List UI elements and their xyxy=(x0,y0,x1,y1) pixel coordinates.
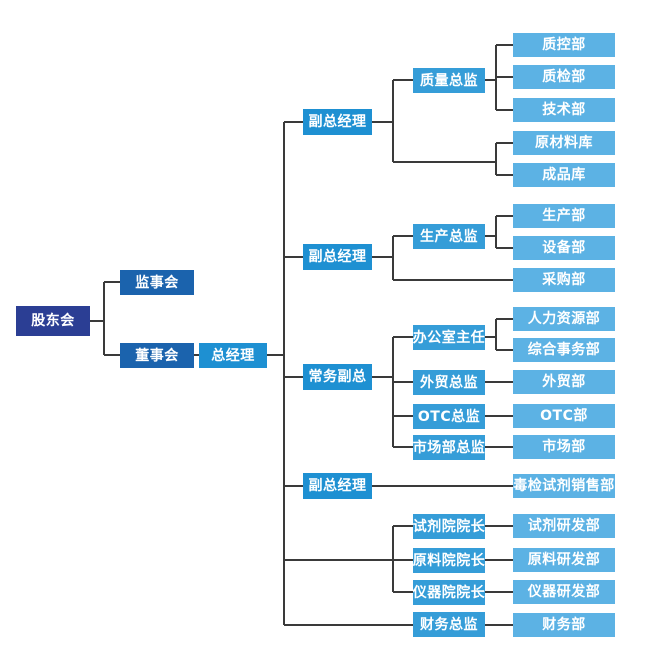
org-node-deputy-gm-2: 副总经理 xyxy=(303,244,372,270)
org-node-reagent-institute-dean: 试剂院院长 xyxy=(413,514,485,539)
org-node-foreign-trade-dept: 外贸部 xyxy=(513,370,615,394)
org-node-qc-dept: 质控部 xyxy=(513,33,615,57)
org-node-general-affairs-dept: 综合事务部 xyxy=(513,338,615,362)
org-node-finance-dept: 财务部 xyxy=(513,613,615,637)
org-node-toxicology-reagent-sales-dept: 毒检试剂销售部 xyxy=(513,474,615,498)
org-node-shareholders: 股东会 xyxy=(16,306,90,336)
org-node-production-dept: 生产部 xyxy=(513,204,615,228)
org-node-raw-material-institute-dean: 原料院院长 xyxy=(413,548,485,573)
org-node-raw-material-warehouse: 原材料库 xyxy=(513,131,615,155)
org-node-instrument-institute-dean: 仪器院院长 xyxy=(413,580,485,605)
org-node-deputy-gm-3: 副总经理 xyxy=(303,473,372,499)
org-node-quality-director: 质量总监 xyxy=(413,68,485,93)
org-node-deputy-gm-1: 副总经理 xyxy=(303,109,372,135)
org-node-instrument-rd-dept: 仪器研发部 xyxy=(513,580,615,604)
org-node-finance-director: 财务总监 xyxy=(413,612,485,637)
org-node-marketing-dept: 市场部 xyxy=(513,435,615,459)
org-node-reagent-rd-dept: 试剂研发部 xyxy=(513,514,615,538)
org-node-office-director: 办公室主任 xyxy=(413,325,485,350)
org-node-supervisory-board: 监事会 xyxy=(120,270,194,295)
org-node-production-director: 生产总监 xyxy=(413,224,485,249)
org-node-otc-dept: OTC部 xyxy=(513,404,615,428)
org-node-marketing-director: 市场部总监 xyxy=(413,435,485,460)
org-node-raw-material-rd-dept: 原料研发部 xyxy=(513,548,615,572)
org-node-technology-dept: 技术部 xyxy=(513,98,615,122)
org-node-general-manager: 总经理 xyxy=(199,343,267,368)
org-node-board-of-directors: 董事会 xyxy=(120,343,194,368)
org-node-equipment-dept: 设备部 xyxy=(513,236,615,260)
org-node-hr-dept: 人力资源部 xyxy=(513,307,615,331)
org-node-executive-deputy-gm: 常务副总 xyxy=(303,364,372,390)
org-node-purchasing-dept: 采购部 xyxy=(513,268,615,292)
org-node-foreign-trade-director: 外贸总监 xyxy=(413,370,485,395)
org-node-quality-inspection-dept: 质检部 xyxy=(513,65,615,89)
org-node-finished-goods-warehouse: 成品库 xyxy=(513,163,615,187)
org-node-otc-director: OTC总监 xyxy=(413,404,485,429)
